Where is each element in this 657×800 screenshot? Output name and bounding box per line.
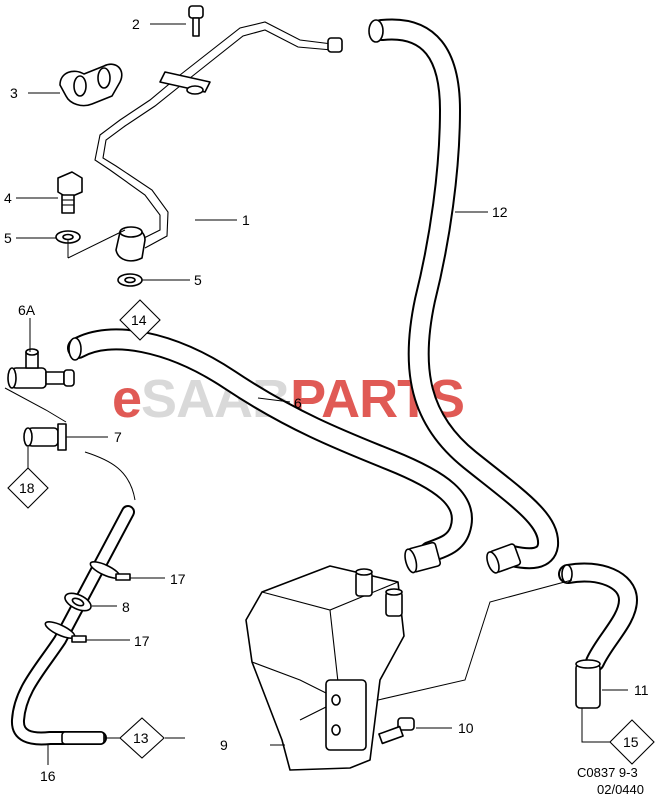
callout-2: 2 xyxy=(132,16,140,32)
diamond-13-label: 13 xyxy=(133,730,149,746)
clamp-17-lower xyxy=(44,621,87,643)
diamond-14: 14 xyxy=(119,299,161,341)
valve-6a xyxy=(7,348,75,389)
callout-5-upper: 5 xyxy=(4,230,12,246)
bolt-4 xyxy=(57,171,83,214)
callout-9: 9 xyxy=(220,737,228,753)
bolt-10 xyxy=(378,717,415,745)
callout-10: 10 xyxy=(458,720,474,736)
diamond-18: 18 xyxy=(7,467,49,509)
pipe-1 xyxy=(94,21,343,262)
callout-8: 8 xyxy=(122,599,130,615)
callout-12: 12 xyxy=(492,204,508,220)
hose-12 xyxy=(368,18,560,574)
callout-17-lower: 17 xyxy=(134,633,150,649)
diamond-13: 13 xyxy=(119,717,165,759)
callout-5-lower: 5 xyxy=(194,272,202,288)
callout-4: 4 xyxy=(4,190,12,206)
callout-6: 6 xyxy=(294,395,302,411)
diamond-15-label: 15 xyxy=(623,734,639,750)
reference-date: 02/0440 xyxy=(597,782,644,797)
callout-7: 7 xyxy=(114,429,122,445)
check-valve-8 xyxy=(64,592,92,612)
canister-9 xyxy=(245,565,405,771)
watermark-prefix: e xyxy=(112,369,141,429)
connector-7 xyxy=(23,423,67,451)
callout-3: 3 xyxy=(10,85,18,101)
diamond-14-label: 14 xyxy=(131,312,147,328)
clip-3 xyxy=(59,63,123,107)
callout-16: 16 xyxy=(40,768,56,784)
hose-6 xyxy=(67,328,473,574)
callout-11: 11 xyxy=(634,682,649,698)
bolt-2 xyxy=(188,5,204,37)
hose-16 xyxy=(11,505,135,746)
callout-6a: 6A xyxy=(18,302,36,318)
diamond-15: 15 xyxy=(609,719,655,765)
hose-11 xyxy=(558,562,638,709)
callout-17-upper: 17 xyxy=(170,571,186,587)
reference-code: C0837 9-3 xyxy=(577,765,638,780)
leader-lines xyxy=(4,23,628,765)
callout-1: 1 xyxy=(242,212,250,228)
diamond-18-label: 18 xyxy=(19,480,35,496)
clamp-17-upper xyxy=(89,561,131,581)
